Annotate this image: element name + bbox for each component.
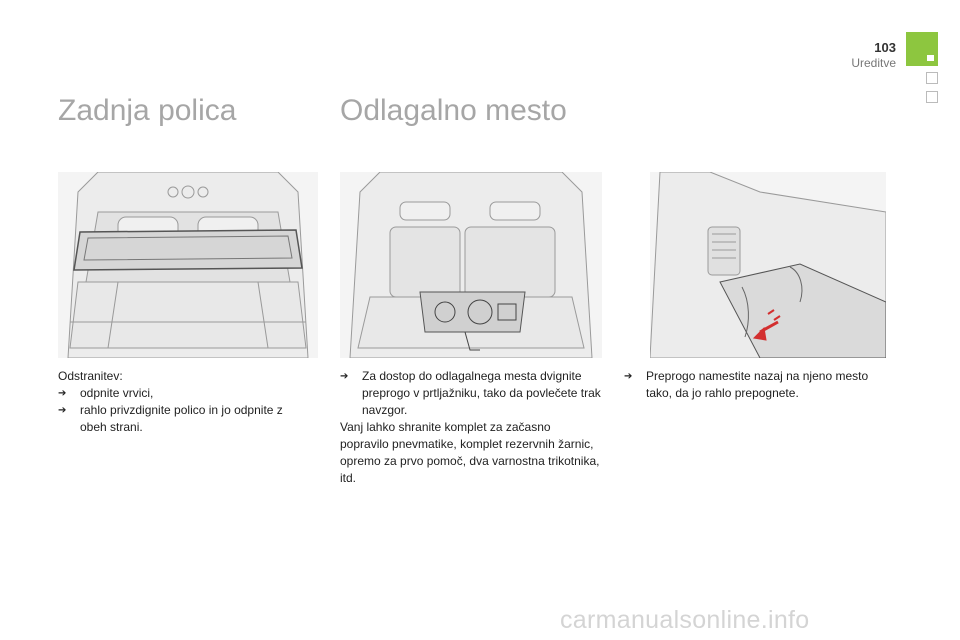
instruction-bullet: ➔ odpnite vrvici,: [58, 385, 298, 402]
section-title-storage: Odlagalno mesto: [340, 94, 567, 127]
instruction-text: rahlo privzdignite polico in jo odpnite …: [80, 403, 283, 434]
section-tab[interactable]: [926, 91, 938, 103]
instruction-bullet: ➔ rahlo privzdignite polico in jo odpnit…: [58, 402, 298, 436]
arrow-bullet-icon: ➔: [58, 388, 67, 399]
mat-instructions: ➔ Preprogo namestite nazaj na njeno mest…: [624, 368, 886, 402]
storage-instructions: ➔ Za dostop do odlagalnega mesta dvignit…: [340, 368, 602, 487]
arrow-bullet-icon: ➔: [624, 371, 633, 382]
instruction-text: odpnite vrvici,: [80, 386, 154, 400]
rear-shelf-instructions: Odstranitev: ➔ odpnite vrvici, ➔ rahlo p…: [58, 368, 298, 436]
arrow-bullet-icon: ➔: [58, 405, 67, 416]
section-tab[interactable]: [926, 72, 938, 84]
page-number: 103: [874, 40, 896, 55]
instruction-bullet: ➔ Preprogo namestite nazaj na njeno mest…: [624, 368, 886, 402]
section-title-rear-shelf: Zadnja polica: [58, 94, 237, 127]
section-name: Ureditve: [851, 56, 896, 70]
instruction-text: Za dostop do odlagalnega mesta dvignite …: [362, 369, 601, 417]
rear-parcel-shelf-illustration: [58, 172, 318, 358]
instruction-intro: Odstranitev:: [58, 369, 123, 383]
instruction-text: Preprogo namestite nazaj na njeno mesto …: [646, 369, 869, 400]
trunk-storage-compartment-illustration: [340, 172, 602, 358]
trunk-mat-refit-illustration: [650, 172, 886, 358]
tab-marker-icon: [927, 55, 934, 61]
instruction-bullet: ➔ Za dostop do odlagalnega mesta dvignit…: [340, 368, 602, 419]
section-tab-active[interactable]: [906, 32, 938, 66]
watermark: carmanualsonline.info: [560, 606, 810, 634]
arrow-bullet-icon: ➔: [340, 371, 349, 382]
instruction-paragraph: Vanj lahko shranite komplet za začasno p…: [340, 420, 600, 485]
